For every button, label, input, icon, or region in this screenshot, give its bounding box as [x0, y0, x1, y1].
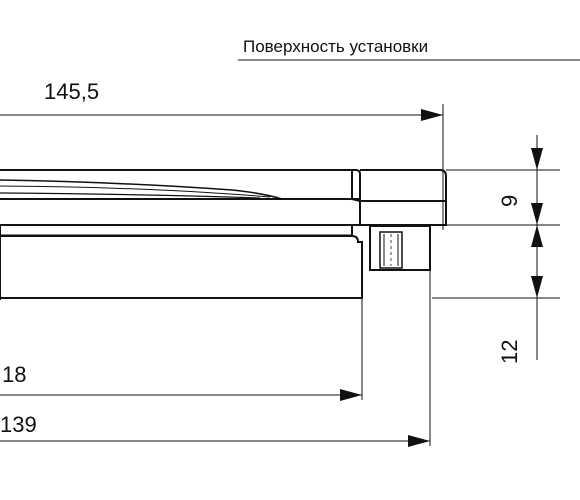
dimension-18-arrow — [340, 389, 362, 401]
lower-body-outline — [0, 225, 363, 300]
dimension-9-label: 9 — [497, 195, 522, 207]
mounting-surface-label: Поверхность установки — [243, 37, 428, 56]
profile-curve-1 — [0, 179, 283, 200]
profile-curve-2 — [0, 192, 261, 199]
dimension-145-5-label: 145,5 — [44, 79, 99, 104]
dimension-12-arrow-bottom — [531, 276, 543, 298]
dimension-18-label: 18 — [2, 362, 26, 387]
dimension-9-arrow-top — [531, 148, 543, 170]
profile-curve-3 — [0, 185, 271, 198]
mounting-boss — [369, 225, 431, 271]
mounting-nut — [379, 231, 403, 269]
dimension-139-label: 139 — [0, 412, 37, 437]
dimension-139-arrow — [408, 435, 430, 447]
dimension-9-arrow-bottom — [531, 225, 543, 247]
dimension-145-5-arrow — [421, 109, 443, 121]
upper-plate-outline — [0, 169, 447, 226]
dimension-12-label: 12 — [497, 340, 522, 364]
dimension-12-arrow-top — [531, 203, 543, 225]
